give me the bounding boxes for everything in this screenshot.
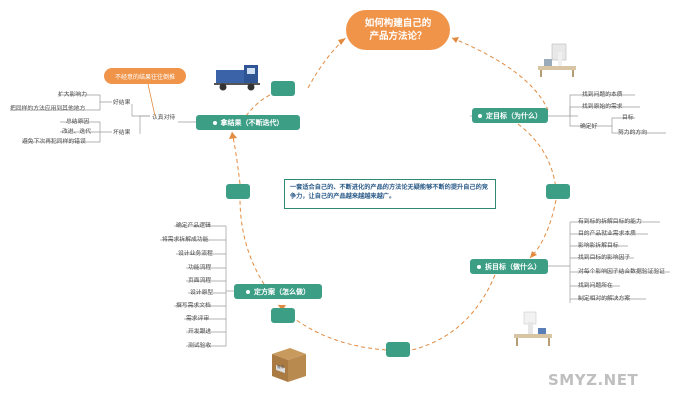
results-bad-leaf-1: 总结原因 xyxy=(66,119,90,125)
goal-leaf-1: 找到问题的本质 xyxy=(582,92,623,98)
cycle-arc-right-2 xyxy=(529,199,557,259)
solution-leaf-4: 功能流程 xyxy=(188,265,212,271)
results-node: 拿结果（不断迭代） xyxy=(196,115,300,130)
action-node-label: 拆目标（做什么） xyxy=(485,262,541,271)
goal-node: 定目标（为什么） xyxy=(472,108,548,123)
watermark: SMYZ.NET xyxy=(548,371,639,389)
bullet-icon xyxy=(246,289,250,294)
goal-group-leaf-2: 努力的方向 xyxy=(618,130,647,136)
solution-leaf-1: 确定产品逻辑 xyxy=(176,223,211,229)
cycle-node-right xyxy=(546,184,570,199)
cycle-node-bottom-left xyxy=(271,308,295,323)
title-line-2: 产品方法论？ xyxy=(369,31,427,42)
cycle-node-top-left xyxy=(271,81,295,96)
title-bubble: 如何构建自己的 产品方法论？ xyxy=(346,10,450,50)
results-bad-leaf-3: 避免下次再犯同样的错误 xyxy=(22,139,86,145)
results-good-leaf-1: 扩大影响力 xyxy=(58,92,87,98)
solution-leaf-7: 撰写需求文档 xyxy=(176,303,211,309)
solution-tree-lines xyxy=(160,225,234,347)
cycle-node-bottom xyxy=(386,342,410,357)
bullet-icon xyxy=(478,113,482,118)
results-good-leaf-2: 把同样的方法应用到其他地方 xyxy=(10,106,86,112)
arrow-head xyxy=(229,132,237,139)
solution-leaf-8: 需求评审 xyxy=(186,316,210,322)
solution-leaf-2: 将需求拆解成功能 xyxy=(162,237,209,243)
arrow-head xyxy=(452,37,459,43)
cycle-arc-top-right xyxy=(451,37,549,111)
goal-group-label: 确定好 xyxy=(580,124,598,130)
action-node: 拆目标（做什么） xyxy=(470,259,548,274)
cycle-arc-bottom-right xyxy=(411,274,496,351)
title-line-1: 如何构建自己的 xyxy=(364,18,432,29)
bullet-icon xyxy=(212,120,217,125)
action-leaf-1: 有到标的拆解目标的能力 xyxy=(578,219,642,225)
solution-leaf-3: 设计业务流程 xyxy=(178,251,213,257)
box-icon: 需求 xyxy=(272,348,306,382)
action-leaf-4: 找到目标的影响因子 xyxy=(578,255,631,261)
desk-icon xyxy=(538,43,576,77)
solution-leaf-6: 设计原型 xyxy=(190,290,214,296)
results-tree-lines xyxy=(10,94,196,143)
action-tree-lines xyxy=(548,221,670,303)
goal-group-leaf-1: 目标 xyxy=(622,115,634,121)
cycle-arc-top xyxy=(307,37,347,89)
bullet-icon xyxy=(477,264,481,269)
goal-leaf-2: 找到原始的需求 xyxy=(582,104,623,110)
arrow-head xyxy=(530,251,537,258)
solution-leaf-5: 页面流程 xyxy=(188,278,212,284)
cycle-node-left xyxy=(226,184,250,199)
cycle-arc-right-1 xyxy=(517,123,557,191)
cycle-arc-left-1 xyxy=(239,197,269,291)
truck-icon xyxy=(214,65,260,91)
results-branch-bad: 坏结果 xyxy=(113,130,131,136)
solution-leaf-10: 测试验收 xyxy=(188,343,212,349)
center-summary: 一套适合自己的、不断进化的产品的方法论无疑能够不断的提升自己的竞争力，让自己的产… xyxy=(284,179,496,209)
arrow-head xyxy=(338,38,346,45)
box-label: 需求 xyxy=(277,364,285,369)
action-leaf-6: 找到问题所在 xyxy=(578,283,613,289)
action-leaf-2: 目的产品就业需求本质 xyxy=(578,231,636,237)
cycle-arc-left-2 xyxy=(231,131,241,185)
results-bad-leaf-2: 改进、迭代 xyxy=(62,129,91,135)
action-leaf-7: 制定相对的解决方案 xyxy=(578,296,631,302)
solution-node-label: 定方案（怎么做） xyxy=(254,287,310,296)
desk-icon xyxy=(514,311,552,346)
results-branch-good: 好结果 xyxy=(113,100,131,106)
results-node-label: 拿结果（不断迭代） xyxy=(220,118,284,127)
action-leaf-5: 对每个影响因子结合数据验证验证 xyxy=(578,269,665,275)
goal-node-label: 定目标（为什么） xyxy=(486,111,542,120)
solution-node: 定方案（怎么做） xyxy=(234,284,322,299)
action-leaf-3: 影响影拆解目标 xyxy=(578,243,619,249)
callout-bubble: 不经意的结果往往倒推 xyxy=(104,68,186,84)
solution-leaf-9: 开发跟进 xyxy=(188,329,212,335)
results-sub-label: 认真对待 xyxy=(152,115,176,121)
